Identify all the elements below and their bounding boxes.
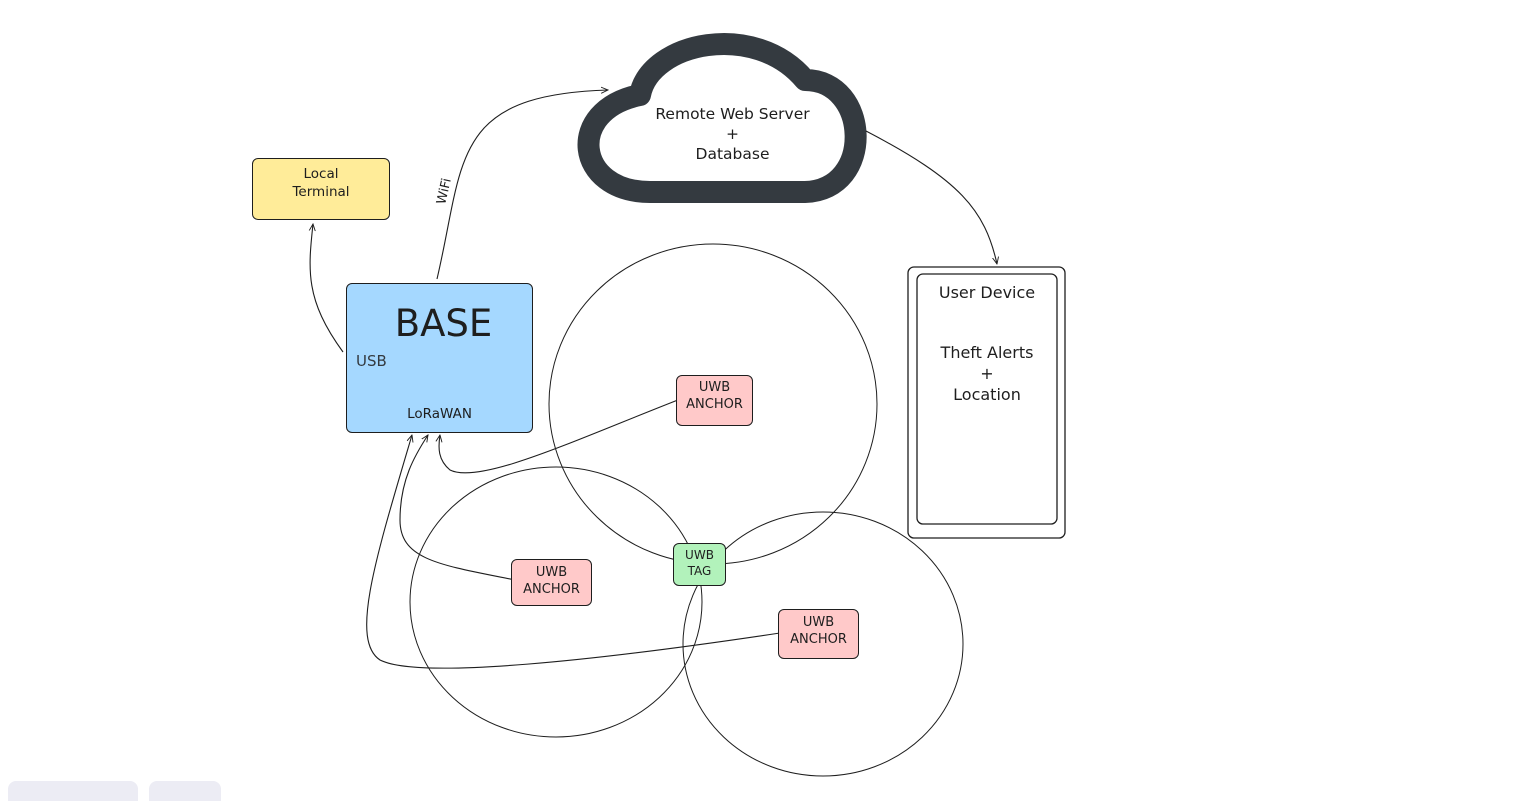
base-title: BASE — [394, 302, 493, 345]
uwb-anchor-3-label: UWB ANCHOR — [790, 615, 847, 647]
arrow-anchor-3-to-base — [366, 435, 781, 669]
user-device-body: Theft Alerts + Location — [940, 343, 1034, 404]
user-device-title: User Device — [938, 283, 1036, 302]
arrow-base-to-cloud — [436, 90, 608, 280]
base-box — [346, 283, 533, 433]
uwb-tag-box — [673, 543, 726, 586]
range-circle-anchor-3 — [682, 511, 964, 777]
cloud-icon — [577, 33, 867, 203]
base-lorawan-label: LoRaWAN — [407, 406, 472, 422]
arrow-base-to-terminal — [310, 224, 344, 353]
user-device-screen — [916, 273, 1058, 525]
uwb-anchor-3-box — [778, 609, 859, 659]
arrow-cloud-to-user-device — [865, 130, 997, 264]
footer-tab-1[interactable] — [8, 781, 138, 801]
arrow-anchor-2-to-base — [399, 435, 516, 581]
uwb-anchor-2-label: UWB ANCHOR — [523, 565, 580, 597]
range-circle-anchor-2 — [409, 466, 703, 738]
base-usb-label: USB — [356, 352, 387, 370]
uwb-anchor-1-label: UWB ANCHOR — [686, 380, 743, 412]
uwb-anchor-2-box — [511, 559, 592, 606]
wifi-label: WiFi — [434, 177, 455, 206]
footer-tab-2[interactable] — [149, 781, 221, 801]
uwb-anchor-1-box — [676, 375, 753, 426]
arrow-anchor-1-to-base — [439, 397, 684, 474]
cloud-label: Remote Web Server + Database — [655, 105, 810, 164]
local-terminal-box — [252, 158, 390, 220]
local-terminal-label: Local Terminal — [292, 166, 350, 200]
uwb-tag-label: UWB TAG — [685, 548, 714, 578]
